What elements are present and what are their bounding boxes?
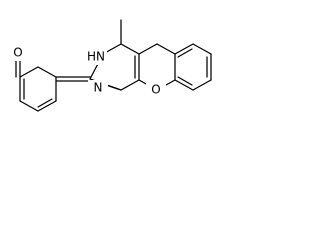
double-bond-b5-b6-inner bbox=[177, 76, 193, 86]
bond-p3-p4 bbox=[120, 43, 140, 55]
bond-b1-b2 bbox=[174, 43, 194, 55]
ring-nitrogen-label: N bbox=[94, 81, 103, 95]
bond-r1-r2 bbox=[138, 43, 158, 55]
double-bond-b1-b2-inner bbox=[177, 48, 193, 58]
bond-b4-b5 bbox=[192, 79, 212, 91]
ring-oxygen-background bbox=[146, 82, 166, 98]
nh-label: HN bbox=[87, 50, 105, 64]
bond-r2-r3 bbox=[156, 43, 176, 55]
ring-oxygen-label: O bbox=[151, 83, 160, 97]
bond-b2-b3 bbox=[192, 43, 212, 55]
carbonyl-oxygen-label: O bbox=[13, 46, 22, 60]
chemical-structure-diagram: O HN N O bbox=[10, 19, 212, 112]
bond-layer bbox=[15, 19, 212, 112]
carbonyl-oxygen-background bbox=[10, 45, 30, 61]
ring-nitrogen-background bbox=[88, 80, 108, 96]
bond-p5-p6 bbox=[120, 79, 140, 91]
bond-b5-b6 bbox=[174, 79, 194, 91]
nh-background bbox=[85, 49, 107, 65]
bond-c6-c1 bbox=[19, 66, 39, 78]
label-layer: O HN N O bbox=[10, 45, 166, 98]
bond-c4-c5 bbox=[19, 100, 39, 112]
bond-c1-c2 bbox=[37, 66, 57, 78]
double-bond-c3-c4-inner bbox=[37, 98, 53, 108]
bond-c3-c4 bbox=[37, 100, 57, 112]
